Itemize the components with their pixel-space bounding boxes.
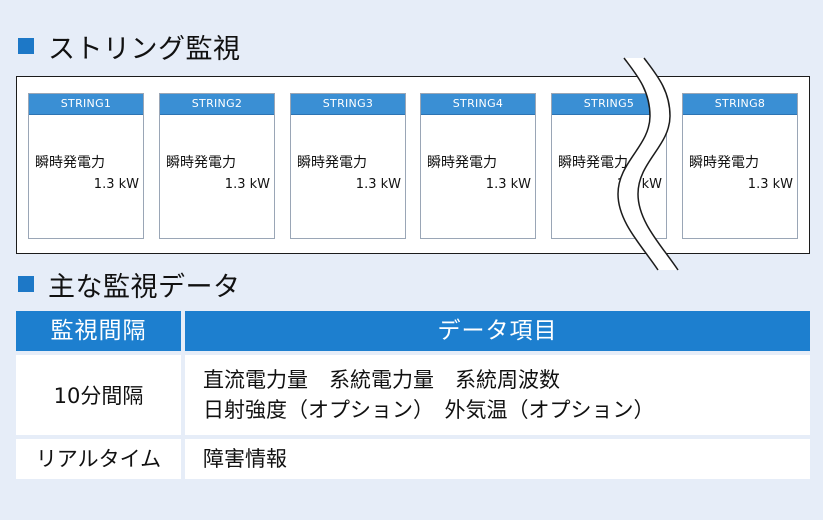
table-row: リアルタイム 障害情報 bbox=[16, 439, 810, 479]
instant-power-value: 1.3 kW bbox=[93, 177, 139, 192]
items-line: 障害情報 bbox=[203, 447, 287, 471]
items-line: 日射強度（オプション） 外気温（オプション） bbox=[203, 398, 655, 422]
table-row: 10分間隔 直流電力量 系統電力量 系統周波数 日射強度（オプション） 外気温（… bbox=[16, 355, 810, 435]
interval-cell: リアルタイム bbox=[16, 439, 181, 479]
instant-power-label: 瞬時発電力 bbox=[427, 155, 497, 171]
items-cell: 障害情報 bbox=[185, 439, 810, 479]
instant-power-label: 瞬時発電力 bbox=[166, 155, 236, 171]
string-card-1[interactable]: STRING1 瞬時発電力 1.3 kW bbox=[28, 93, 144, 239]
table-header-row: 監視間隔 データ項目 bbox=[16, 311, 810, 351]
string-card-3[interactable]: STRING3 瞬時発電力 1.3 kW bbox=[290, 93, 406, 239]
items-cell: 直流電力量 系統電力量 系統周波数 日射強度（オプション） 外気温（オプション） bbox=[185, 355, 810, 435]
string-card-header: STRING5 bbox=[552, 94, 666, 115]
instant-power-label: 瞬時発電力 bbox=[558, 155, 628, 171]
blue-square-icon bbox=[18, 276, 34, 292]
string-card-header: STRING4 bbox=[421, 94, 535, 115]
instant-power-value: 1.3 kW bbox=[616, 177, 662, 192]
interval-cell: 10分間隔 bbox=[16, 355, 181, 435]
instant-power-value: 1.3 kW bbox=[224, 177, 270, 192]
instant-power-label: 瞬時発電力 bbox=[689, 155, 759, 171]
instant-power-value: 1.3 kW bbox=[355, 177, 401, 192]
section-title: 主な監視データ bbox=[48, 271, 241, 303]
string-card-8[interactable]: STRING8 瞬時発電力 1.3 kW bbox=[682, 93, 798, 239]
string-card-header: STRING2 bbox=[160, 94, 274, 115]
string-card-2[interactable]: STRING2 瞬時発電力 1.3 kW bbox=[159, 93, 275, 239]
section-title: ストリング監視 bbox=[48, 33, 241, 65]
string-card-4[interactable]: STRING4 瞬時発電力 1.3 kW bbox=[420, 93, 536, 239]
instant-power-value: 1.3 kW bbox=[747, 177, 793, 192]
items-line: 直流電力量 系統電力量 系統周波数 bbox=[203, 368, 560, 392]
instant-power-value: 1.3 kW bbox=[485, 177, 531, 192]
string-card-header: STRING8 bbox=[683, 94, 797, 115]
blue-square-icon bbox=[18, 38, 34, 54]
string-card-header: STRING3 bbox=[291, 94, 405, 115]
string-monitoring-heading: ストリング監視 bbox=[18, 29, 241, 65]
monitoring-data-table: 監視間隔 データ項目 10分間隔 直流電力量 系統電力量 系統周波数 日射強度（… bbox=[16, 311, 810, 483]
monitoring-data-heading: 主な監視データ bbox=[18, 267, 241, 303]
column-header-items: データ項目 bbox=[185, 311, 810, 351]
string-card-5[interactable]: STRING5 瞬時発電力 1.3 kW bbox=[551, 93, 667, 239]
string-monitor-panel: STRING1 瞬時発電力 1.3 kW STRING2 瞬時発電力 1.3 k… bbox=[16, 76, 810, 254]
string-card-header: STRING1 bbox=[29, 94, 143, 115]
instant-power-label: 瞬時発電力 bbox=[35, 155, 105, 171]
column-header-interval: 監視間隔 bbox=[16, 311, 181, 351]
instant-power-label: 瞬時発電力 bbox=[297, 155, 367, 171]
